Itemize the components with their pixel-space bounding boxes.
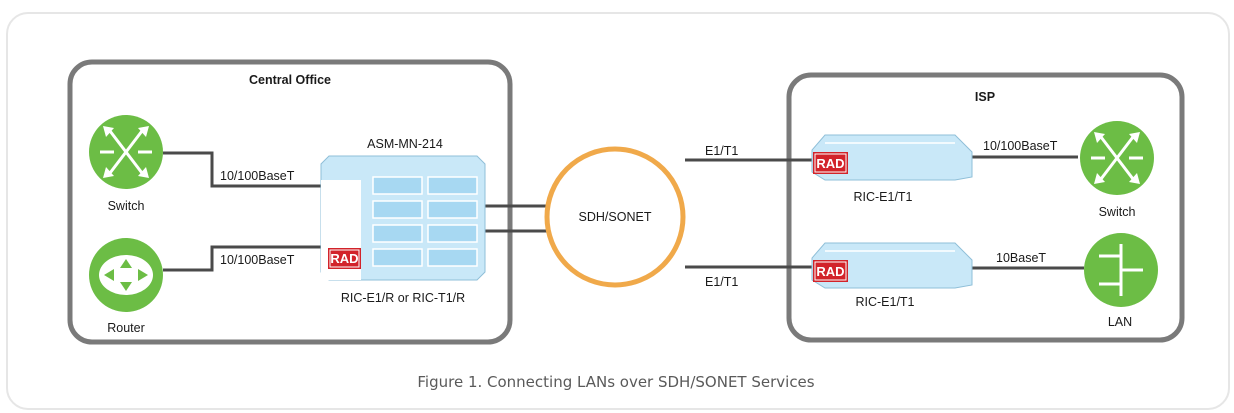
link-router-asm <box>163 245 324 272</box>
central-office-title: Central Office <box>249 73 331 87</box>
ric-bottom-device <box>811 242 973 289</box>
link-switch-asm <box>163 151 324 188</box>
lan-label: LAN <box>1108 315 1132 329</box>
rad-logo-ric-bottom: RAD <box>813 260 848 282</box>
svg-text:RAD: RAD <box>330 251 358 266</box>
svg-text:RAD: RAD <box>816 264 844 279</box>
svg-text:RAD: RAD <box>816 156 844 171</box>
ric-top-device <box>811 134 973 181</box>
switch-left-icon <box>89 115 163 189</box>
link-label-switch-left: 10/100BaseT <box>220 169 295 183</box>
sdh-sonet-ring <box>544 146 686 288</box>
router-left-icon <box>89 238 163 312</box>
central-office-box <box>67 59 513 345</box>
lan-icon <box>1084 233 1158 307</box>
link-label-e1-bottom: E1/T1 <box>705 275 738 289</box>
isp-title: ISP <box>975 90 995 104</box>
isp-box <box>786 72 1185 343</box>
router-left-label: Router <box>107 321 145 335</box>
ric-bottom-label: RIC-E1/T1 <box>855 295 914 309</box>
ric-r-label: RIC-E1/R or RIC-T1/R <box>341 291 465 305</box>
switch-left-label: Switch <box>108 199 145 213</box>
switch-right-icon <box>1080 121 1154 195</box>
link-label-e1-top: E1/T1 <box>705 144 738 158</box>
figure-frame <box>6 12 1230 410</box>
figure-caption: Figure 1. Connecting LANs over SDH/SONET… <box>417 373 814 391</box>
sdh-sonet-label: SDH/SONET <box>579 210 652 224</box>
switch-right-label: Switch <box>1099 205 1136 219</box>
ric-top-label: RIC-E1/T1 <box>853 190 912 204</box>
rad-logo-ric-top: RAD <box>813 152 848 174</box>
rad-logo-asm: RAD <box>328 248 361 269</box>
link-label-router-left: 10/100BaseT <box>220 253 295 267</box>
asm-label: ASM-MN-214 <box>367 137 443 151</box>
link-label-switch-right: 10/100BaseT <box>983 139 1058 153</box>
link-label-lan: 10BaseT <box>996 251 1046 265</box>
